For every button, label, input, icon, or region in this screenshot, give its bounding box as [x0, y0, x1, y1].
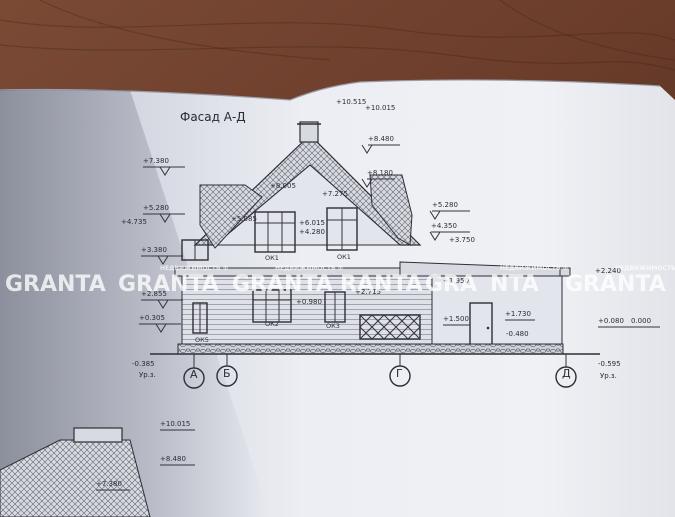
watermark-text-5: GRA [425, 272, 477, 297]
elevation-mark: +2.855 [141, 290, 167, 298]
window-ok1-left [254, 211, 296, 253]
elevation-mark: +1.730 [505, 310, 531, 318]
watermark-text-2: GRANTA [118, 272, 219, 297]
watermark: GRANTA GRANTA GRANTA RANTA GRA NTA GRANT… [5, 265, 675, 297]
watermark-text-6: NTA [490, 272, 539, 297]
elevation-mark: +10.015 [365, 104, 395, 112]
ground-level-labels: Ур.з. Ур.з. [139, 371, 617, 380]
window-label: ОК1 [265, 254, 279, 262]
chimney [299, 121, 319, 143]
elevation-mark: +5.085 [231, 215, 257, 223]
ground-level-label: Ур.з. [600, 372, 617, 380]
watermark-text-3: GRANTA [232, 272, 333, 297]
watermark-caption-1: НЕДВИЖИМОСТЬ ® [160, 265, 229, 272]
shadow-overlay [0, 90, 270, 517]
watermark-caption-4: НЕДВИЖИМОСТЬ ® [615, 265, 675, 272]
right-roof-section [369, 174, 413, 246]
window-ok1-right [326, 207, 358, 251]
elevation-mark: -0.595 [598, 360, 621, 368]
elevation-mark: +8.180 [367, 169, 393, 177]
elevation-labels: +10.515+10.015 +8.480 +7.380 +8.180 +8.005 +7… [121, 98, 651, 368]
wood-grain [0, 0, 675, 71]
elevation-ticks [139, 144, 660, 333]
axis-marker: А [190, 368, 198, 381]
watermark-text-7: GRANTA [565, 272, 666, 297]
elevation-mark: +8.480 [368, 135, 394, 143]
elevation-mark: +1.950 [443, 277, 469, 285]
window-label: ОК3 [326, 322, 340, 330]
watermark-caption-2: НЕДВИЖИМОСТЬ ® [275, 265, 344, 272]
axis-marker: Г [396, 367, 403, 380]
axis-marker: Б [223, 367, 231, 380]
stone-plinth [177, 343, 564, 355]
elevation-mark: 0.000 [631, 317, 651, 325]
lower-drawing [0, 427, 195, 517]
annex-wall [431, 275, 563, 345]
drawing-title: Фасад А-Д [180, 110, 246, 124]
elevation-mark: +6.015 [299, 219, 325, 227]
elevation-mark: +2.715 [355, 288, 381, 296]
elevation-mark: +4.280 [299, 228, 325, 236]
watermark-caption-3: НЕДВИЖИМОСТЬ ® [500, 265, 569, 272]
elevation-mark: +7.380 [143, 157, 169, 165]
window-ok2 [252, 289, 292, 323]
elevation-mark: +8.480 [160, 455, 186, 463]
elevation-mark: +5.280 [432, 201, 458, 209]
left-roof-section [199, 184, 263, 249]
lower-elevation-labels: +10.015 +8.480 +7.380 [96, 420, 190, 488]
elevation-mark: +7.380 [96, 480, 122, 488]
lattice-panel [359, 314, 421, 340]
axis-circles [183, 354, 577, 389]
elevation-mark: +10.515 [336, 98, 366, 106]
watermark-text-4: RANTA [340, 272, 423, 297]
elevation-mark: +3.750 [449, 236, 475, 244]
elevation-mark: +5.280 [143, 204, 169, 212]
elevation-mark: +1.500 [443, 315, 469, 323]
watermark-text-1: GRANTA [5, 272, 106, 297]
elevation-mark: +7.275 [322, 190, 348, 198]
window-label: ОК5 [195, 336, 209, 344]
elevation-mark: +0.305 [139, 314, 165, 322]
ground-level-label: Ур.з. [139, 371, 156, 379]
elevation-mark: +10.015 [160, 420, 190, 428]
elevation-mark: -0.480 [506, 330, 529, 338]
axis-marker: Д [562, 367, 571, 380]
window-label: ОК1 [337, 253, 351, 261]
window-label: ОК2 [265, 320, 279, 328]
elevation-mark: +3.380 [141, 246, 167, 254]
elevation-mark: +4.350 [431, 222, 457, 230]
elevation-mark: +0.980 [296, 298, 322, 306]
elevation-mark: +2.240 [595, 267, 621, 275]
facade-drawing [150, 121, 600, 355]
window-ok3 [324, 291, 346, 323]
elevation-mark: +8.005 [270, 182, 296, 190]
elevation-mark: +0.080 [598, 317, 624, 325]
elevation-mark: -0.385 [132, 360, 155, 368]
elevation-mark: +4.735 [121, 218, 147, 226]
